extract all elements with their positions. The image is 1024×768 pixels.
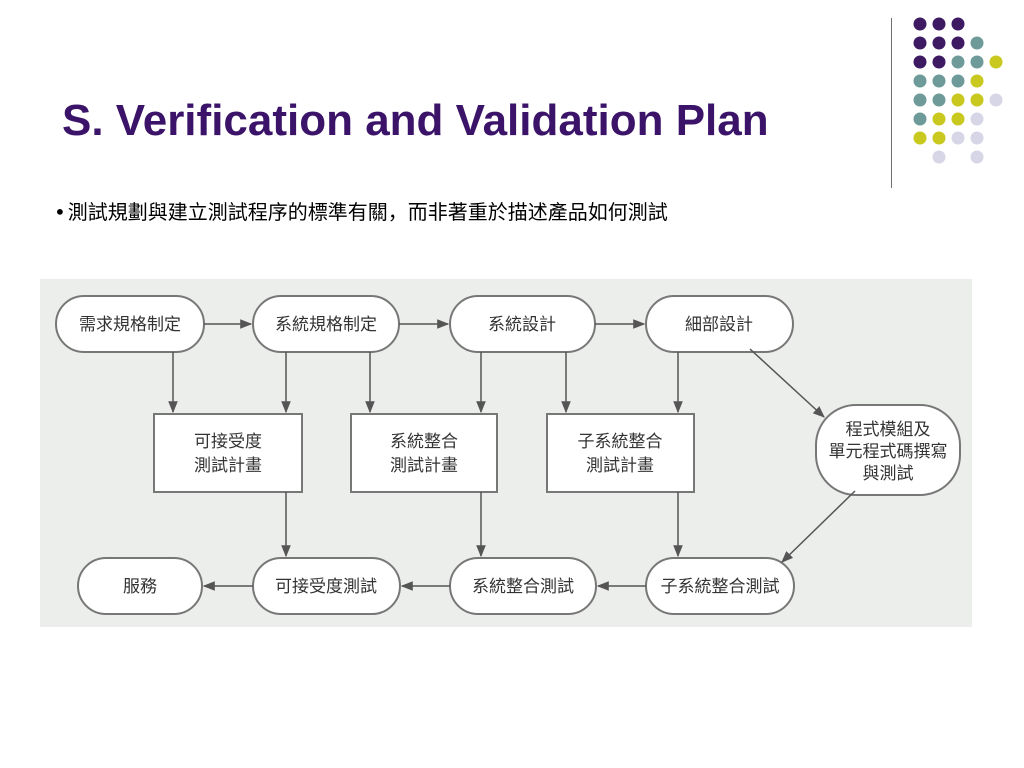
flowchart-figure: 需求規格制定 系統規格制定 系統設計 細部設計 可接受度 測試計畫 系統整合 測… <box>40 279 972 627</box>
node-subsys-integ-plan-line2: 測試計畫 <box>586 456 654 476</box>
node-sys-integ-plan-line2: 測試計畫 <box>390 456 458 476</box>
node-subsys-integ-test-label: 子系統整合測試 <box>661 577 780 597</box>
dot <box>970 93 984 107</box>
node-sys-integ-test: 系統整合測試 <box>449 557 597 615</box>
node-sys-integ-plan-line1: 系統整合 <box>390 432 458 452</box>
title-divider <box>891 18 892 188</box>
node-sys-integ-test-label: 系統整合測試 <box>472 577 574 597</box>
slide-title: S. Verification and Validation Plan <box>62 96 769 145</box>
dot <box>932 150 946 164</box>
dot <box>932 112 946 126</box>
dot <box>951 93 965 107</box>
dot <box>913 112 927 126</box>
node-service-label: 服務 <box>123 577 157 597</box>
dot <box>970 150 984 164</box>
node-subsys-integ-test: 子系統整合測試 <box>645 557 795 615</box>
node-sys-spec: 系統規格制定 <box>252 295 400 353</box>
dot <box>951 112 965 126</box>
dot <box>913 55 927 69</box>
node-sys-spec-label: 系統規格制定 <box>275 315 377 335</box>
dot <box>951 74 965 88</box>
dot <box>913 93 927 107</box>
dot <box>951 55 965 69</box>
dot <box>951 17 965 31</box>
node-sys-design: 系統設計 <box>449 295 596 353</box>
dot <box>913 36 927 50</box>
node-sys-design-label: 系統設計 <box>488 315 556 335</box>
bullet-point: •測試規劃與建立測試程序的標準有關，而非著重於描述產品如何測試 <box>54 196 668 225</box>
dot <box>970 55 984 69</box>
dot <box>970 36 984 50</box>
node-module-coding-line2: 單元程式碼撰寫 <box>829 442 948 462</box>
dot <box>932 131 946 145</box>
dot <box>970 112 984 126</box>
dot <box>989 93 1003 107</box>
node-req-spec: 需求規格制定 <box>55 295 205 353</box>
dot <box>932 93 946 107</box>
node-module-coding-line1: 程式模組及 <box>846 420 931 440</box>
flowchart: 需求規格制定 系統規格制定 系統設計 細部設計 可接受度 測試計畫 系統整合 測… <box>55 295 961 615</box>
node-detail-design: 細部設計 <box>645 295 794 353</box>
dot <box>951 131 965 145</box>
arrow <box>749 348 825 418</box>
dot <box>970 74 984 88</box>
node-subsys-integ-plan: 子系統整合 測試計畫 <box>546 413 695 493</box>
node-accept-plan: 可接受度 測試計畫 <box>153 413 303 493</box>
node-service: 服務 <box>77 557 203 615</box>
dot <box>932 55 946 69</box>
arrow <box>781 490 856 563</box>
dot <box>970 131 984 145</box>
node-detail-design-label: 細部設計 <box>685 315 753 335</box>
node-accept-test-label: 可接受度測試 <box>275 577 377 597</box>
node-module-coding-line3: 與測試 <box>863 464 914 484</box>
node-accept-plan-line2: 測試計畫 <box>194 456 262 476</box>
node-subsys-integ-plan-line1: 子系統整合 <box>578 432 663 452</box>
dot <box>932 36 946 50</box>
dot <box>913 131 927 145</box>
dot <box>989 55 1003 69</box>
node-req-spec-label: 需求規格制定 <box>79 315 181 335</box>
dot <box>913 74 927 88</box>
node-accept-test: 可接受度測試 <box>252 557 401 615</box>
bullet-text: 測試規劃與建立測試程序的標準有關，而非著重於描述產品如何測試 <box>67 200 668 224</box>
node-accept-plan-line1: 可接受度 <box>194 432 262 452</box>
dot <box>951 36 965 50</box>
dot <box>913 17 927 31</box>
node-sys-integ-plan: 系統整合 測試計畫 <box>350 413 498 493</box>
bullet-marker: • <box>54 200 66 224</box>
dot <box>932 74 946 88</box>
node-module-coding: 程式模組及 單元程式碼撰寫 與測試 <box>815 404 961 496</box>
dot <box>932 17 946 31</box>
